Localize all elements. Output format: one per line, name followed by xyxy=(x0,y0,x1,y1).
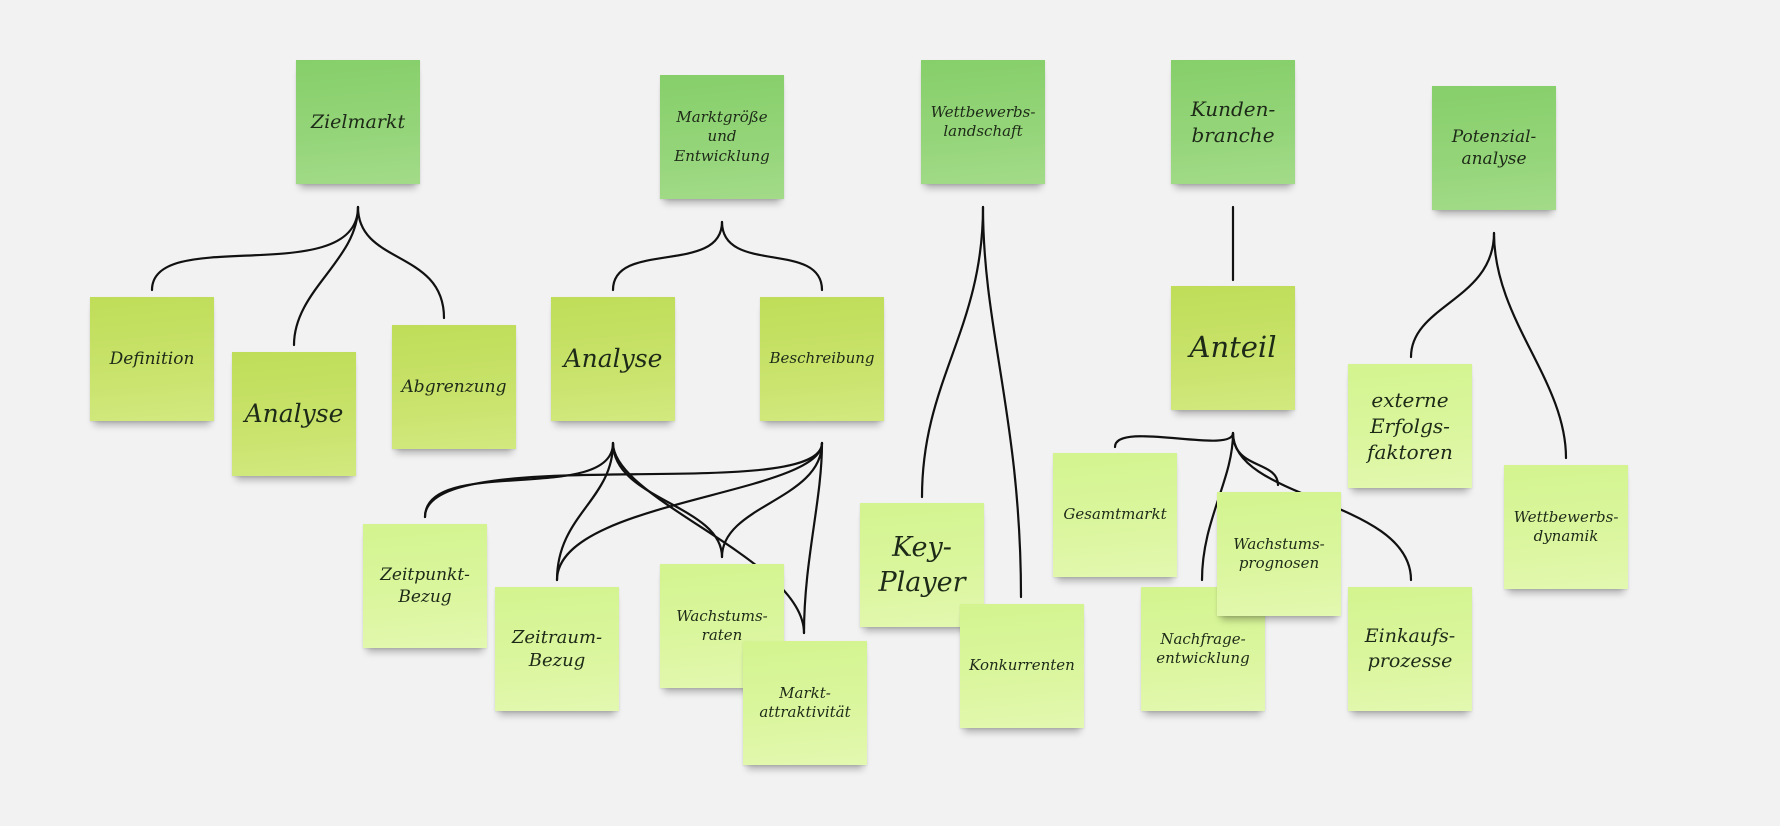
note-label: Marktgröße und Entwicklung xyxy=(674,107,770,165)
connector-potenzial-externe xyxy=(1409,231,1496,359)
note-label: Wachstums- prognosen xyxy=(1233,534,1325,573)
note-label: Zielmarkt xyxy=(310,110,406,133)
connector-zielmarkt-analyse xyxy=(292,205,360,347)
note-definition[interactable]: Definition xyxy=(90,297,214,421)
note-label: Gesamtmarkt xyxy=(1063,505,1167,524)
connector-anteil-gesamtmarkt xyxy=(1113,431,1235,449)
note-analyse-zielmarkt[interactable]: Analyse xyxy=(232,352,356,476)
note-kundenbranche[interactable]: Kunden- branche xyxy=(1171,60,1295,184)
note-konkurrenten[interactable]: Konkurrenten xyxy=(960,604,1084,728)
note-label: Wettbewerbs- dynamik xyxy=(1513,507,1619,546)
note-marktgroesse-und-entwicklung[interactable]: Marktgröße und Entwicklung xyxy=(660,75,784,199)
note-label: Definition xyxy=(109,348,195,369)
note-wettbewerbsdynamik[interactable]: Wettbewerbs- dynamik xyxy=(1504,465,1628,589)
note-gesamtmarkt[interactable]: Gesamtmarkt xyxy=(1053,453,1177,577)
note-beschreibung[interactable]: Beschreibung xyxy=(760,297,884,421)
connector-wettbewerb-konkurrenten xyxy=(981,205,1023,599)
note-label: Wettbewerbs- landschaft xyxy=(930,102,1036,141)
note-label: Key- Player xyxy=(878,531,966,598)
note-label: Potenzial- analyse xyxy=(1451,126,1537,169)
connector-beschreibung-wachstumsraten xyxy=(720,441,824,559)
note-einkaufsprozesse[interactable]: Einkaufs- prozesse xyxy=(1348,587,1472,711)
connector-marktgroesse-beschreibung xyxy=(720,220,824,292)
note-label: externe Erfolgs- faktoren xyxy=(1367,388,1453,464)
connector-zielmarkt-definition xyxy=(150,205,360,292)
note-externe-erfolgsfaktoren[interactable]: externe Erfolgs- faktoren xyxy=(1348,364,1472,488)
note-label: Beschreibung xyxy=(769,349,875,368)
note-label: Analyse xyxy=(244,398,344,428)
note-wettbewerbslandschaft[interactable]: Wettbewerbs- landschaft xyxy=(921,60,1045,184)
note-label: Kunden- branche xyxy=(1190,97,1276,147)
note-label: Anteil xyxy=(1189,330,1277,365)
connector-analyse-zeitpunkt xyxy=(423,441,615,519)
note-label: Analyse xyxy=(563,343,663,373)
connector-analyse-wachstumsraten xyxy=(611,441,724,559)
note-label: Zeitraum- Bezug xyxy=(511,626,603,671)
note-abgrenzung[interactable]: Abgrenzung xyxy=(392,325,516,449)
note-zeitpunkt-bezug[interactable]: Zeitpunkt- Bezug xyxy=(363,524,487,648)
connector-wettbewerb-keyplayer xyxy=(920,205,985,499)
note-zeitraum-bezug[interactable]: Zeitraum- Bezug xyxy=(495,587,619,711)
note-analyse-marktgroesse[interactable]: Analyse xyxy=(551,297,675,421)
note-label: Markt- attraktivität xyxy=(759,683,851,722)
connector-zielmarkt-abgrenzung xyxy=(356,205,446,320)
connector-marktgroesse-analyse xyxy=(611,220,724,292)
connector-anteil-wachstumsprognosen xyxy=(1231,431,1280,487)
connector-potenzial-wettbewerbsdynamik xyxy=(1492,231,1568,460)
note-anteil[interactable]: Anteil xyxy=(1171,286,1295,410)
connector-beschreibung-zeitpunkt xyxy=(423,441,824,519)
note-marktattraktivitaet[interactable]: Markt- attraktivität xyxy=(743,641,867,765)
connector-analyse-zeitraum xyxy=(555,441,615,582)
connector-beschreibung-marktattraktivitaet xyxy=(802,441,824,635)
connector-beschreibung-zeitraum xyxy=(555,441,824,582)
note-label: Wachstums- raten xyxy=(676,606,768,645)
note-label: Einkaufs- prozesse xyxy=(1364,625,1456,672)
note-zielmarkt[interactable]: Zielmarkt xyxy=(296,60,420,184)
note-wachstumsprognosen[interactable]: Wachstums- prognosen xyxy=(1217,492,1341,616)
note-label: Nachfrage- entwicklung xyxy=(1156,629,1250,668)
note-label: Zeitpunkt- Bezug xyxy=(380,564,470,607)
note-potenzialanalyse[interactable]: Potenzial- analyse xyxy=(1432,86,1556,210)
note-label: Konkurrenten xyxy=(969,656,1075,675)
note-label: Abgrenzung xyxy=(401,376,507,397)
